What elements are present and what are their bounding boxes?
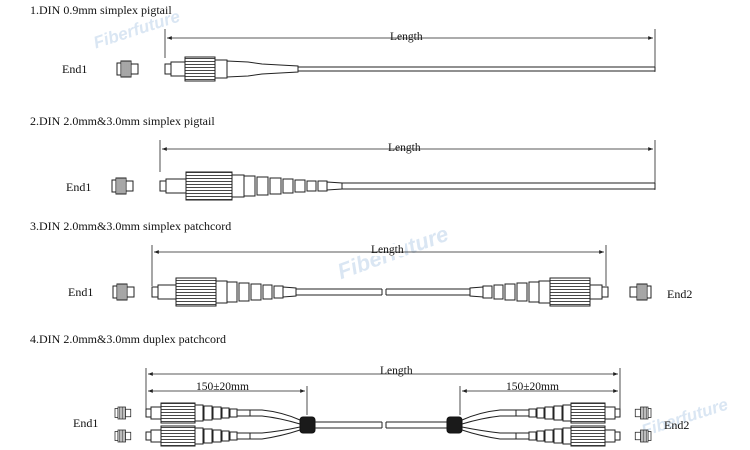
section-3-end1-label: End1 bbox=[68, 285, 94, 299]
section-2-title: 2.DIN 2.0mm&3.0mm simplex pigtail bbox=[30, 114, 215, 128]
section-4-drawing bbox=[114, 368, 652, 447]
section-1-title: 1.DIN 0.9mm simplex pigtail bbox=[30, 3, 172, 17]
section-4-end2-label: End2 bbox=[664, 418, 690, 432]
section-3-drawing bbox=[112, 245, 652, 307]
section-3-end2-label: End2 bbox=[667, 287, 693, 301]
section-2-drawing bbox=[111, 140, 656, 201]
section-4-end1-label: End1 bbox=[73, 416, 99, 430]
section-1-drawing bbox=[116, 29, 656, 82]
section-4-title: 4.DIN 2.0mm&3.0mm duplex patchcord bbox=[30, 332, 226, 346]
section-3-title: 3.DIN 2.0mm&3.0mm simplex patchcord bbox=[30, 219, 232, 233]
section-2-end1-label: End1 bbox=[66, 180, 92, 194]
section-1-end1-label: End1 bbox=[62, 62, 88, 76]
